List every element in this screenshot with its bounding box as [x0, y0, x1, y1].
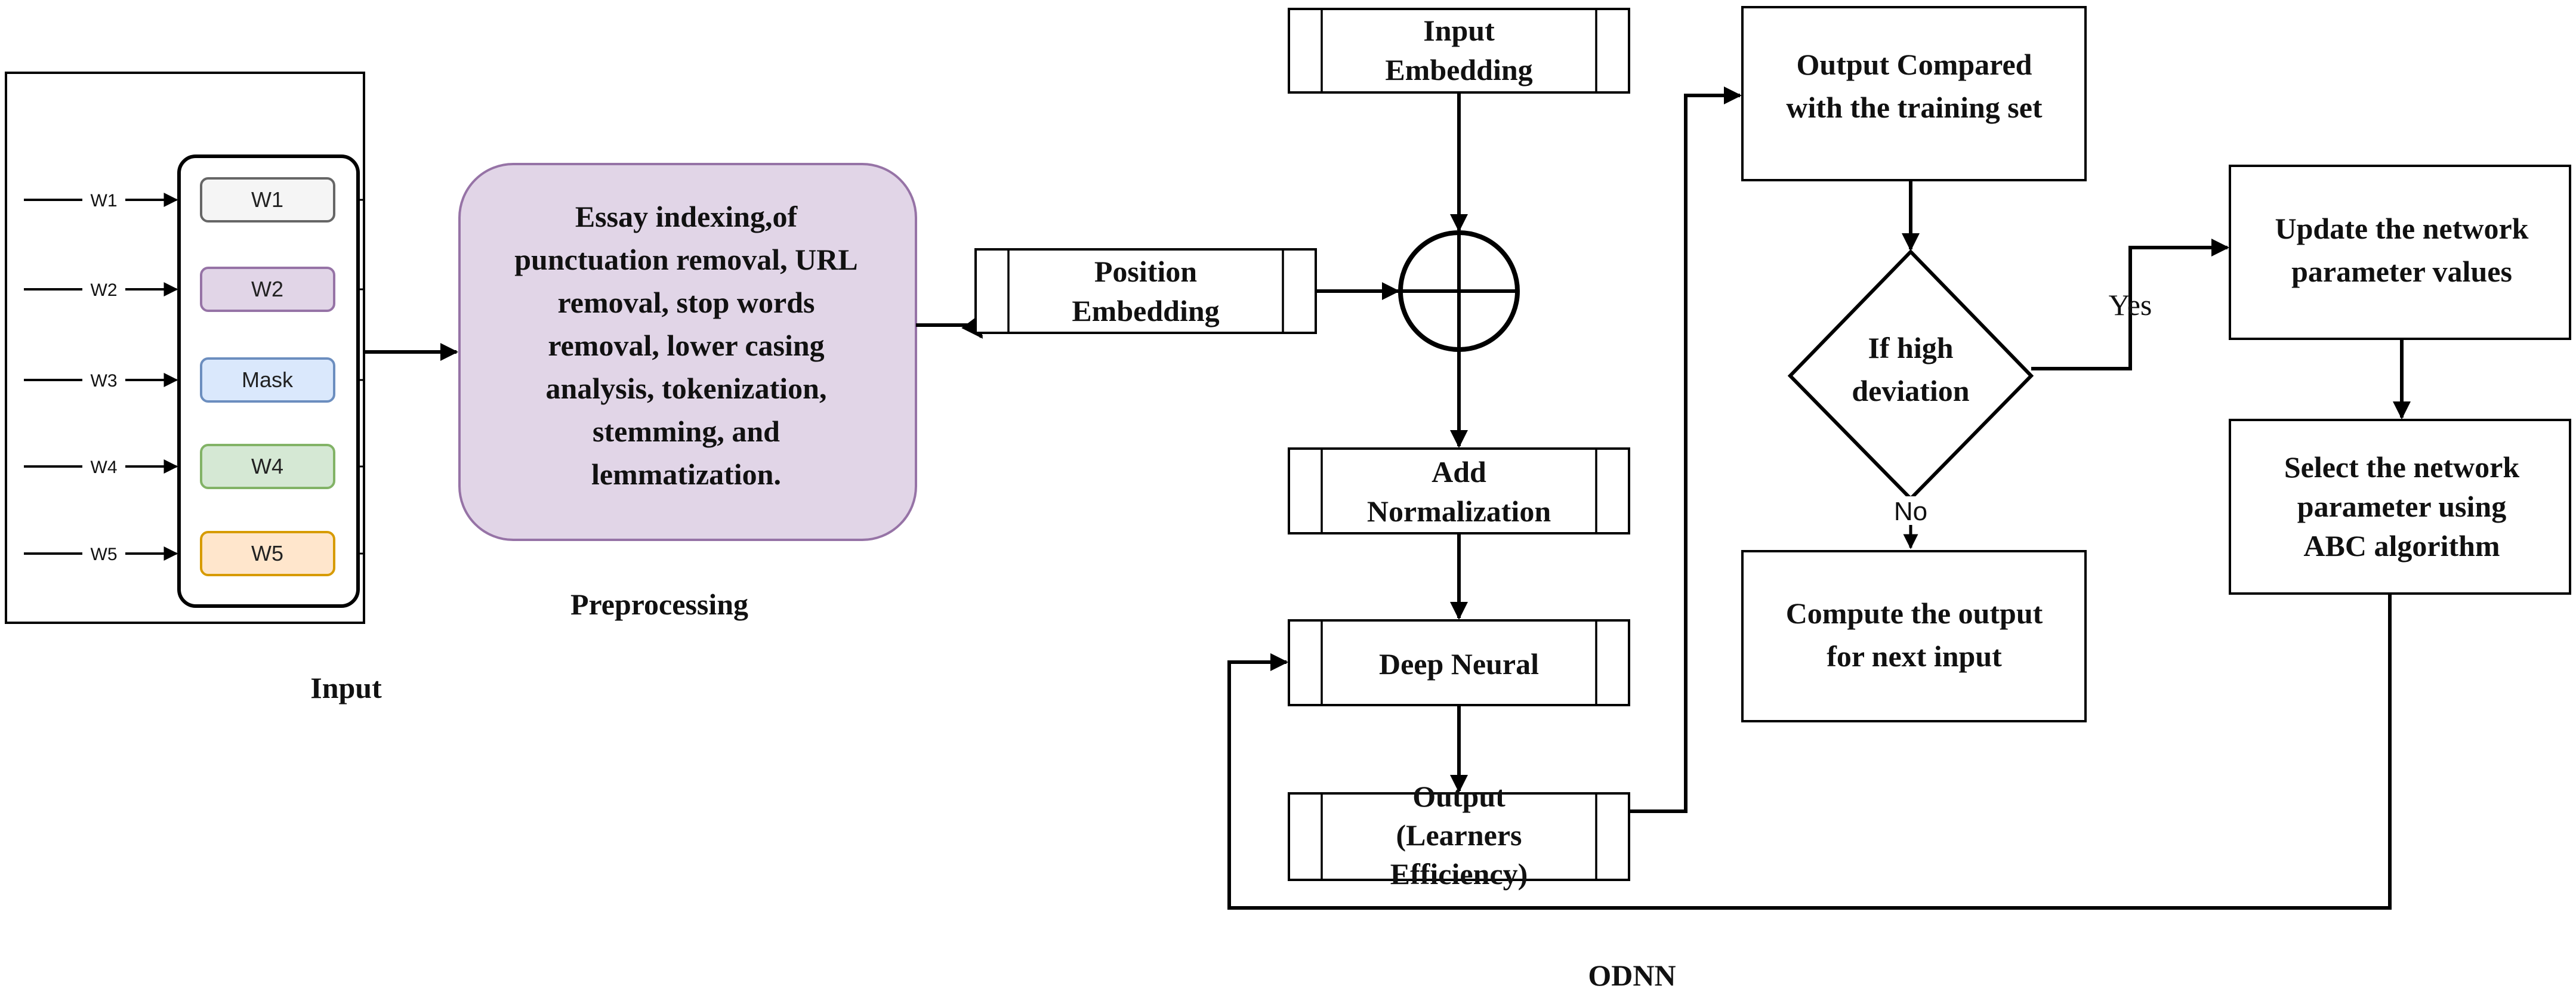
- token-box: [200, 444, 335, 489]
- output-block: [1288, 792, 1630, 881]
- preprocessing-box: [458, 163, 917, 541]
- arrow-preprocessing-to-position-embedding: [916, 315, 983, 339]
- input-caption: Input: [310, 671, 382, 704]
- compare-output-block: Output Compared with the training set: [1741, 6, 2087, 181]
- input-word-label-background: [82, 542, 125, 566]
- token-box: [200, 357, 335, 403]
- preprocessing-line: removal, stop words: [557, 286, 815, 319]
- output-line: Output: [1412, 780, 1506, 813]
- arrow-output-to-compare: [1629, 86, 1742, 813]
- summation-node: [1398, 230, 1520, 352]
- arrow-feedback-to-deep-neural: [1227, 594, 2392, 910]
- compare-line: with the training set: [1786, 91, 2043, 124]
- select-line: Select the network: [2284, 450, 2520, 484]
- add-normalization-line: Add: [1432, 455, 1486, 489]
- token-label: Mask: [242, 367, 294, 392]
- input-word-arrow-label: W1: [91, 191, 118, 211]
- odnn-caption: ODNN: [1588, 959, 1676, 992]
- deep-neural-label: Deep Neural: [1379, 647, 1539, 681]
- position-embedding-line: Embedding: [1072, 294, 1219, 327]
- compare-output-label: Output Compared with the training set: [1786, 48, 2043, 124]
- deviation-decision: If high deviation: [1787, 249, 2034, 502]
- compute-next-block: Compute the output for next input: [1741, 550, 2087, 722]
- yes-label: Yes: [2109, 288, 2152, 322]
- input-word-label-background: [82, 277, 125, 301]
- token-label: W1: [251, 187, 283, 212]
- select-line: ABC algorithm: [2303, 529, 2500, 563]
- preprocessing-line: lemmatization.: [591, 458, 781, 491]
- no-label: No: [1894, 497, 1927, 526]
- deviation-decision-label: If high deviation: [1852, 331, 1969, 407]
- preprocessing-line: analysis, tokenization,: [546, 372, 827, 405]
- compare-line: Output Compared: [1797, 48, 2032, 81]
- input-embedding-line: Embedding: [1385, 53, 1532, 86]
- preprocessing-caption: Preprocessing: [570, 588, 748, 621]
- token-label: W4: [251, 454, 283, 478]
- deep-neural-block: Deep Neural: [1288, 619, 1630, 706]
- output-line: (Learners: [1396, 818, 1522, 852]
- preprocessing-line: punctuation removal, URL: [514, 243, 858, 276]
- no-label-background: [1892, 496, 1930, 525]
- compute-next-label: Compute the output for next input: [1786, 597, 2043, 673]
- input-word-arrow-label: W4: [91, 458, 118, 477]
- token-box: [200, 177, 335, 223]
- input-word-label-background: [82, 455, 125, 478]
- preprocessing-line: removal, lower casing: [548, 329, 824, 362]
- compute-line: for next input: [1827, 639, 2002, 673]
- update-params-label: Update the network parameter values: [2275, 212, 2529, 288]
- input-frame: [5, 72, 365, 624]
- decision-line: deviation: [1852, 374, 1969, 407]
- input-word-arrow-label: W5: [91, 545, 118, 564]
- deep-neural-line: Deep Neural: [1379, 647, 1539, 681]
- add-normalization-line: Normalization: [1367, 495, 1551, 528]
- arrow-yes-to-update: [2031, 239, 2229, 370]
- update-line: parameter values: [2291, 255, 2512, 288]
- preprocessing-text: Essay indexing,of punctuation removal, UR…: [514, 200, 858, 491]
- token-label: W2: [251, 277, 283, 301]
- input-word-arrow-label: W3: [91, 371, 118, 391]
- compute-line: Compute the output: [1786, 597, 2043, 630]
- token-box: [200, 267, 335, 312]
- output-line: Efficiency): [1390, 857, 1528, 891]
- input-word-label-background: [82, 368, 125, 392]
- token-label: W5: [251, 541, 283, 566]
- position-embedding-line: Position: [1094, 255, 1197, 288]
- input-word-arrow-label: W2: [91, 280, 118, 300]
- preprocessing-line: stemming, and: [593, 415, 780, 448]
- update-line: Update the network: [2275, 212, 2529, 245]
- update-params-block: Update the network parameter values: [2229, 165, 2571, 340]
- token-box: [200, 531, 335, 576]
- input-embedding-line: Input: [1423, 14, 1495, 47]
- preprocessing-line: Essay indexing,of: [575, 200, 798, 233]
- decision-line: If high: [1868, 331, 1953, 364]
- select-line: parameter using: [2297, 490, 2506, 523]
- input-word-label-background: [82, 188, 125, 212]
